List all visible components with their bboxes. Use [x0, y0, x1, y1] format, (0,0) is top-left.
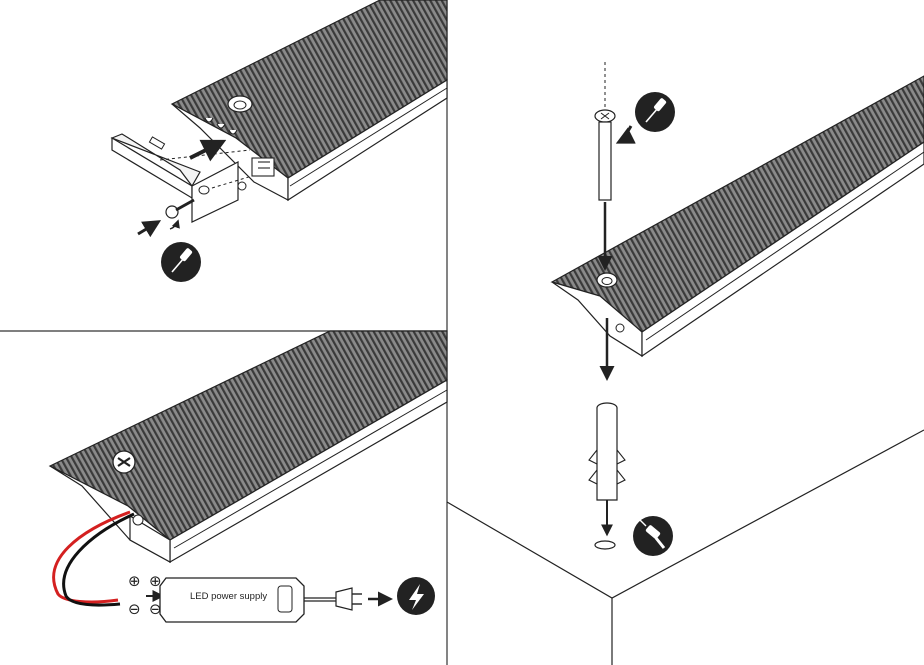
panel-mounting: [446, 62, 924, 665]
stair-profile-right: [550, 75, 924, 358]
screwdriver-icon: [635, 92, 675, 132]
power-supply-label: LED power supply: [190, 591, 267, 602]
panel-wiring: ⊕ ⊕ ⊖ ⊖ LED power supply: [48, 330, 448, 623]
screwdriver-icon: [161, 242, 201, 282]
end-cap-piece: [110, 133, 253, 223]
screw-arrow: [137, 220, 162, 238]
wall-plug: [588, 402, 626, 550]
polarity-markers: ⊕ ⊕ ⊖ ⊖: [128, 572, 165, 618]
mounting-screw: [594, 62, 636, 381]
positive-symbol: ⊕: [149, 572, 162, 590]
insert-arrow: [189, 139, 227, 162]
led-wires: [52, 510, 135, 607]
step-block: [446, 429, 924, 665]
drill-icon: [633, 516, 673, 556]
lightning-icon: [397, 577, 435, 615]
mains-plug: [304, 587, 393, 611]
small-screw: [165, 198, 195, 230]
negative-symbol: ⊖: [149, 600, 162, 618]
negative-symbol: ⊖: [128, 600, 141, 618]
stair-profile-top-left: [170, 0, 448, 202]
stair-profile-bottom-left: [48, 330, 448, 564]
panel-end-cap: [110, 0, 448, 282]
led-power-supply: LED power supply: [159, 577, 305, 623]
positive-symbol: ⊕: [128, 572, 141, 590]
